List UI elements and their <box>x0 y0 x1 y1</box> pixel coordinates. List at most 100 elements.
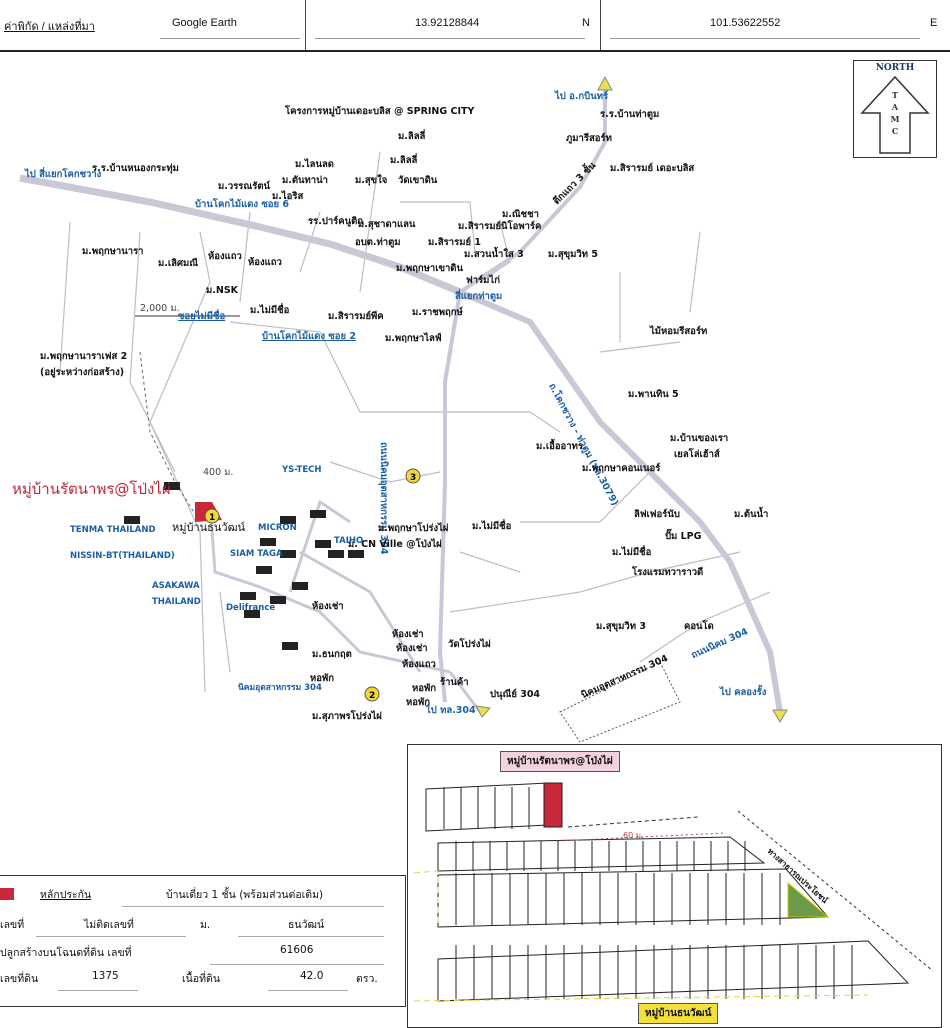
minor-road <box>229 321 480 413</box>
collateral-label: หลักประกัน <box>40 889 92 901</box>
factory-icon <box>280 550 296 558</box>
place-label: ห้องเช่า <box>396 643 428 654</box>
arrow-south-icon <box>772 709 788 723</box>
dashed-boundary <box>567 816 699 828</box>
plot-row <box>437 836 766 872</box>
industrial-road <box>288 499 351 593</box>
land-no-label: เลขที่ดิน <box>0 973 39 985</box>
minor-road <box>129 231 176 473</box>
underline <box>268 990 348 991</box>
map-roads: 1 2 3 <box>19 75 788 742</box>
compass-letter: C <box>891 126 899 136</box>
compass-title: NORTH <box>875 63 915 73</box>
compass-letter: M <box>890 114 900 124</box>
factory-label: TAIHO <box>334 536 364 546</box>
junction-label: สี่แยกท่าตูม <box>455 291 503 302</box>
source-cell: ค่าพิกัด / แหล่งที่มา Google Earth <box>0 0 306 50</box>
place-label: ม.ไลนลด <box>295 159 334 170</box>
place-label: ม.บ้านของเรา <box>670 433 729 444</box>
place-label: ม.สิรารมย์ 1 <box>428 237 481 248</box>
place-label: ม.พฤกษาคอนเนอร์ <box>582 463 661 474</box>
factory-label: THAILAND <box>152 597 201 607</box>
longitude-cell: 101.53622552 E <box>600 0 950 50</box>
factory-icon <box>240 592 256 600</box>
factory-icon <box>310 510 326 518</box>
industrial-estate-box <box>559 661 681 742</box>
factory-label: NISSIN-BT(THAILAND) <box>70 551 175 561</box>
place-label: ม.ธนกฤต <box>312 649 352 660</box>
minor-road <box>599 341 681 353</box>
place-label: ม.พฤกษานาราเฟส 2 <box>40 351 128 362</box>
minor-road <box>359 151 381 293</box>
area-value: 42.0 <box>300 970 324 982</box>
road-to-304 <box>448 671 482 713</box>
village-value: ธนวัฒน์ <box>288 919 325 931</box>
place-label: ม.ตันทาน่า <box>282 175 328 186</box>
compass-letter: A <box>891 102 899 112</box>
road-label-304: ถนนนิคมอุตสาหกรรม 304 <box>378 442 389 555</box>
subject-village-title: หมู่บ้านรัตนาพร@โป่งไผ่ <box>12 480 171 498</box>
place-label: ม.สิรารมย์พีค <box>328 311 384 322</box>
place-label: ห้องเช่า <box>312 601 344 612</box>
factory-icon <box>348 550 364 558</box>
coordinates-label: ค่าพิกัด / แหล่งที่มา <box>4 21 95 33</box>
place-label: ม.เอื้ออาทร <box>536 441 583 452</box>
place-label: ม.สุขุมวิท 5 <box>548 249 598 260</box>
arrow-north-icon <box>597 75 613 91</box>
place-label: ร้านค้า <box>440 677 469 688</box>
factory-label: MICRON <box>258 523 297 533</box>
factory-icons <box>124 482 364 650</box>
plan-distance: 60 ม. <box>623 831 644 840</box>
factory-label: TENMA THAILAND <box>70 525 156 535</box>
factory-icon <box>164 482 180 490</box>
distance-400: 400 ม. <box>203 467 234 478</box>
site-plan-drawing <box>413 782 934 1002</box>
minor-road <box>329 461 441 483</box>
underline <box>315 38 585 39</box>
area-unit: ตรว. <box>356 973 378 985</box>
place-label: ม.สิรารมย์ เดอะบลิส <box>610 163 695 174</box>
place-label: อบต.ท่าตูม <box>355 237 401 248</box>
place-label: ม.ราชพฤกษ์ <box>412 307 463 318</box>
place-label: ม.เลิศมณี <box>158 258 199 269</box>
deed-value: 61606 <box>280 944 314 956</box>
longitude-dir: E <box>930 17 938 29</box>
site-plan: 60 ม. ทางสาธารณประโยชน์ หมู่บ้านรัตนาพร@… <box>407 744 942 1028</box>
factory-icon <box>315 540 331 548</box>
distance-2000: 2,000 ม. <box>140 303 180 314</box>
compass-letters: T A M C <box>890 89 900 137</box>
place-label: ม.ลิลลี่ <box>398 131 426 142</box>
factory-icon <box>256 566 272 574</box>
underline <box>610 38 920 39</box>
place-label: ม.พฤกษาโปร่งไผ่ <box>378 523 449 534</box>
minor-road <box>149 231 211 693</box>
north-compass: NORTH T A M C <box>853 60 937 158</box>
svg-text:2: 2 <box>369 691 375 701</box>
underline <box>58 990 138 991</box>
marker-2: 2 <box>364 686 380 702</box>
place-label: ม.สวนน้ำใส 3 <box>464 249 524 260</box>
arrow-south-icon <box>475 705 491 718</box>
north-arrow-icon <box>860 75 930 154</box>
place-label: ม.พฤกษาเขาดิน <box>396 263 463 274</box>
minor-road <box>459 551 521 573</box>
underline <box>122 906 384 907</box>
green-area <box>787 881 830 918</box>
road-label-soi-noname: ซอยไม่มีชื่อ <box>178 311 226 322</box>
road-label-khlong-rang: ไป คลองรั้ง <box>720 687 767 698</box>
place-label: ม.พานทิน 5 <box>628 389 679 400</box>
road-label-hwy304: ไป ทล.304 <box>426 705 476 716</box>
factory-icon <box>328 550 344 558</box>
minor-road <box>449 551 741 613</box>
underline <box>210 964 384 965</box>
place-label: ปนุณีย์ 304 <box>490 689 541 700</box>
place-label: หอพัก <box>406 697 430 708</box>
place-label: คอนโด <box>684 621 714 632</box>
place-label: ม.สุชาดาแลน <box>358 219 416 230</box>
place-label: ม.สิรารมย์นิโอพาร์ค <box>458 221 542 232</box>
distance-path <box>139 351 201 523</box>
place-label: ปั๊ม LPG <box>665 531 702 542</box>
factory-icon <box>244 610 260 618</box>
place-label: รร.ปาร์คนูติก <box>308 216 364 227</box>
industrial-road <box>299 550 422 673</box>
